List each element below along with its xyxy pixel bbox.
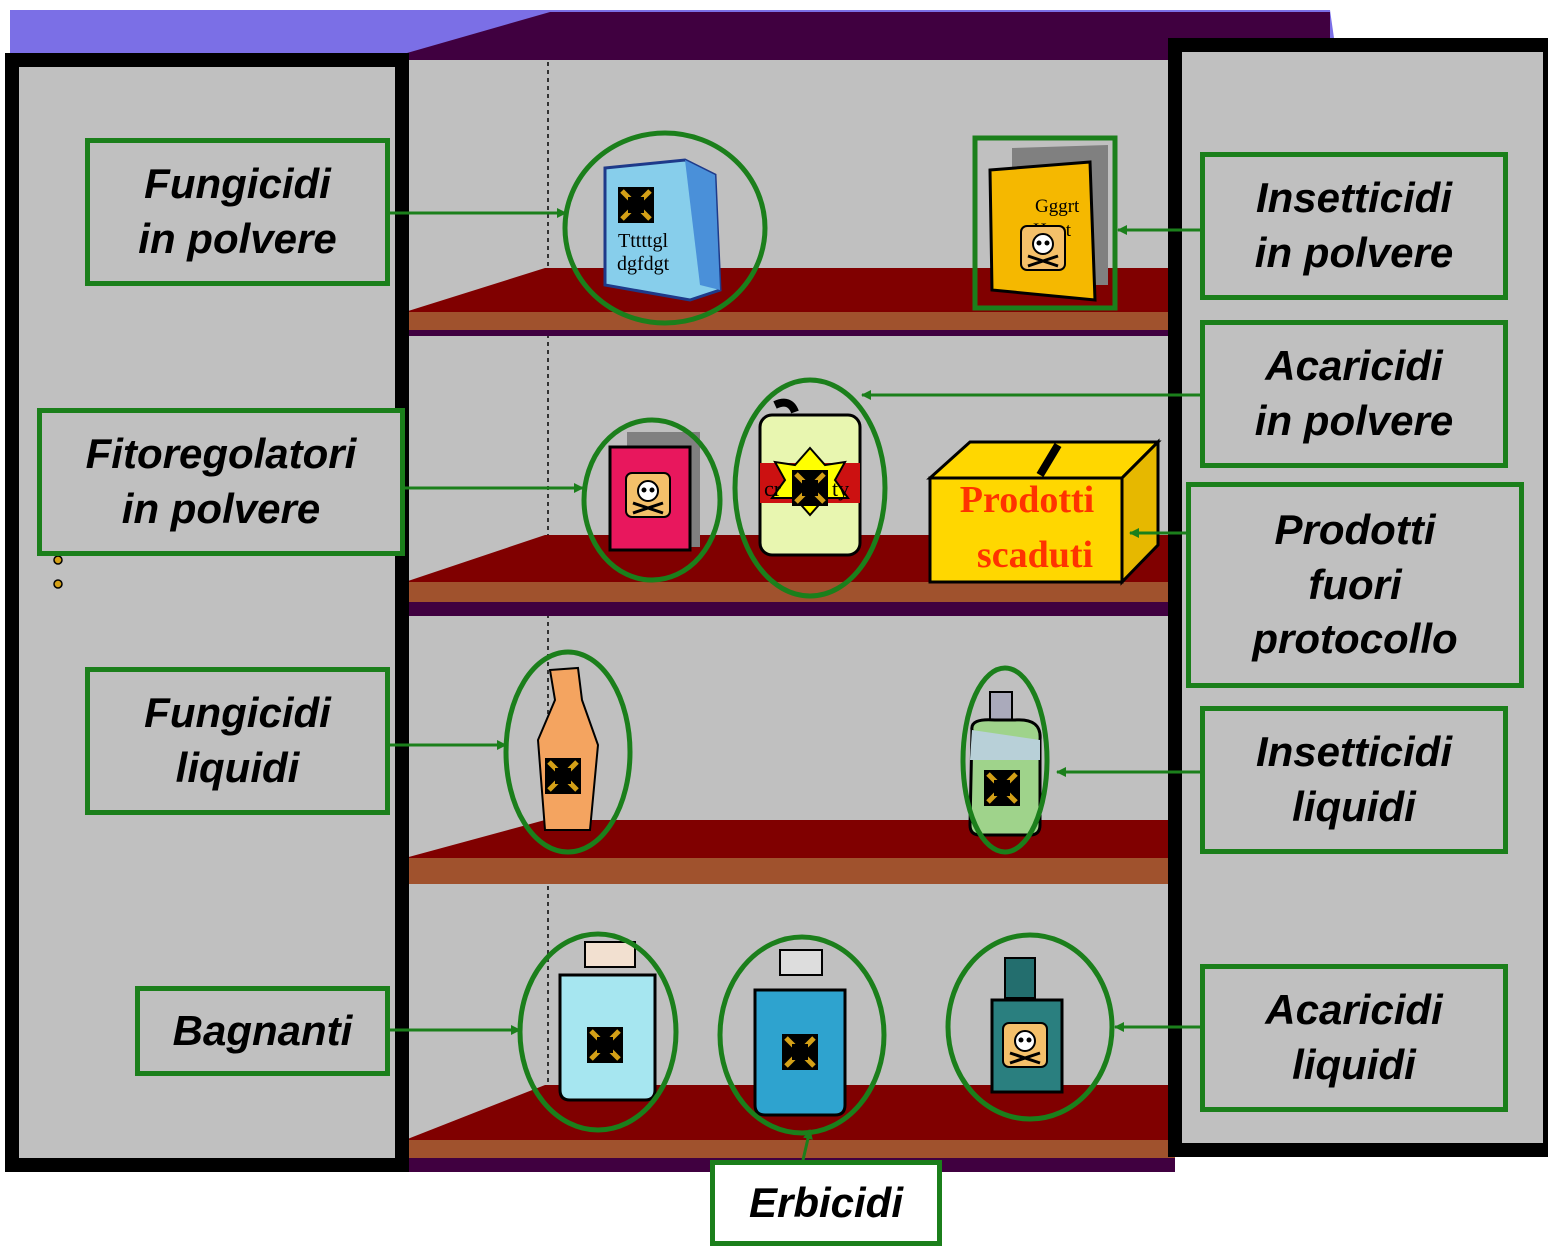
label-insetticidi-polvere: Insetticidi in polvere [1200,152,1508,300]
can-text-left: cr [764,476,782,501]
blue-bag-text-2: dgfdgt [617,253,670,275]
arrow-erbicidi [801,1129,813,1161]
can-text-right: ty [832,476,849,501]
herbicide-bottle [753,949,847,1117]
left-door-hinge [53,555,63,589]
label-insetticidi-liquidi: Insetticidi liquidi [1200,706,1508,854]
growth-regulator-powder-bag [608,432,700,552]
label-fungicidi-liquidi: Fungicidi liquidi [85,667,390,815]
fungicide-liquid-circle [503,649,633,855]
label-prodotti-fuori-protocollo: Prodotti fuori protocollo [1186,482,1524,688]
expired-products-box: Prodotti scaduti [926,438,1162,586]
insecticide-powder-frame [972,135,1118,311]
label-acaricidi-liquidi: Acaricidi liquidi [1200,964,1508,1112]
label-fungicidi-polvere: Fungicidi in polvere [85,138,390,286]
yellow-bag-text-1: Gggrt [1035,196,1080,217]
insecticide-liquid-circle [960,665,1050,855]
cabinet-ceiling [400,12,1330,60]
herbicide-circle [717,934,887,1136]
fungicide-powder-bag: Tttttgl dgfdgt [603,158,722,302]
label-fitoregolatori-polvere: Fitoregolatori in polvere [37,408,405,556]
fungicide-powder-circle [562,130,768,326]
blue-bag-text-1: Tttttgl [618,230,668,252]
box-text-line2: scaduti [977,534,1093,576]
growth-regulator-circle [581,417,723,583]
acaricide-powder-circle [732,377,888,599]
shelf-3 [405,820,1175,884]
box-text-line1: Prodotti [960,479,1094,521]
insecticide-powder-bag: Gggrt Hyut [988,145,1108,302]
insecticide-liquid-bottle [968,691,1042,837]
label-acaricidi-polvere: Acaricidi in polvere [1200,320,1508,468]
acaricide-liquid-bottle [990,957,1064,1094]
acaricide-liquid-circle [945,932,1115,1122]
acaricide-powder-can: cr ty [758,398,862,557]
label-bagnanti: Bagnanti [135,986,390,1076]
wetting-agent-bottle [558,941,657,1102]
fungicide-liquid-bottle [536,666,600,831]
label-erbicidi: Erbicidi [710,1160,942,1246]
